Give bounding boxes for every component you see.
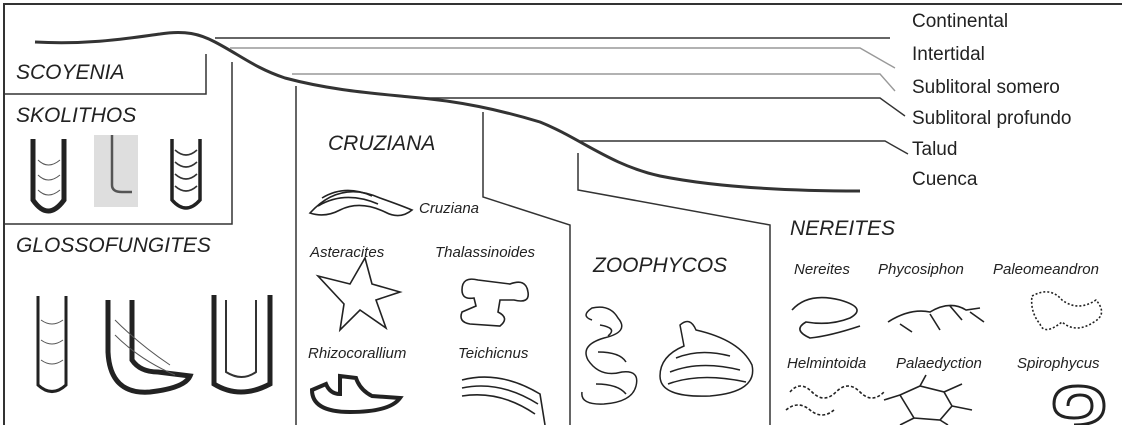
ichnofacies-zoophycos: ZOOPHYCOS: [593, 255, 727, 276]
zone-line-sublitoral-profundo: [420, 98, 905, 116]
glossofungites-traces: [38, 295, 270, 392]
ichnofacies-glossofungites: GLOSSOFUNGITES: [16, 235, 211, 256]
genus-label-teichicnus: Teichicnus: [458, 346, 528, 361]
zone-label-sublitoral-profundo: Sublitoral profundo: [912, 109, 1072, 128]
zone-label-sublitoral-somero: Sublitoral somero: [912, 78, 1060, 97]
helmintoida-trace: [786, 386, 884, 415]
zoophycos-fan-trace: [660, 321, 753, 396]
nereites-trace: [792, 298, 860, 338]
cruziana-trace: [310, 192, 412, 216]
genus-label-cruziana: Cruziana: [419, 201, 479, 216]
cruziana-traces: [310, 190, 545, 425]
genus-label-paleomeandron: Paleomeandron: [993, 262, 1099, 277]
thalassinoides-trace: [461, 279, 528, 326]
rhizocorallium-trace: [312, 376, 400, 412]
zoophycos-traces: [582, 307, 753, 404]
palaedyction-trace: [884, 375, 972, 425]
skolithos-stippled-block: [94, 135, 138, 207]
phycosiphon-trace: [888, 305, 984, 332]
teichicnus-trace: [462, 377, 545, 425]
zone-line-talud: [580, 141, 908, 154]
seafloor-profile: [35, 32, 860, 191]
skolithos-burrow-3: [172, 139, 200, 208]
spirophycus-trace: [1054, 386, 1104, 425]
ichnofacies-skolithos: SKOLITHOS: [16, 105, 136, 126]
genus-label-palaedyction: Palaedyction: [896, 356, 982, 371]
zone-lines: [215, 38, 908, 154]
zone-label-intertidal: Intertidal: [912, 45, 985, 64]
skolithos-traces: [33, 135, 200, 211]
glossofungites-burrow-1-laminae: [41, 320, 63, 364]
glossofungites-double-burrow-inner: [226, 300, 256, 377]
glossofungites-u-burrow: [108, 300, 190, 392]
genus-label-spirophycus: Spirophycus: [1017, 356, 1100, 371]
ichnofacies-cruziana: CRUZIANA: [328, 133, 435, 154]
ichnofacies-nereites: NEREITES: [790, 218, 895, 239]
zoophycos-fan-laminae: [668, 352, 746, 384]
paleomeandron-trace: [1032, 292, 1102, 330]
asteracites-trace: [318, 258, 400, 330]
ichnofacies-scoyenia: SCOYENIA: [16, 62, 125, 83]
glossofungites-u-burrow-laminae: [115, 320, 175, 375]
zone-line-intertidal: [230, 48, 895, 68]
zone-label-talud: Talud: [912, 140, 957, 159]
genus-label-rhizocorallium: Rhizocorallium: [308, 346, 406, 361]
genus-label-helmintoida: Helmintoida: [787, 356, 866, 371]
genus-label-phycosiphon: Phycosiphon: [878, 262, 964, 277]
zoophycos-spiral-trace: [582, 307, 637, 404]
zone-label-continental: Continental: [912, 12, 1008, 31]
zone-line-sublitoral-somero: [292, 74, 895, 91]
skolithos-burrow-1-laminae: [38, 160, 60, 195]
genus-label-thalassinoides: Thalassinoides: [435, 245, 535, 260]
zone-label-cuenca: Cuenca: [912, 170, 978, 189]
genus-label-asteracites: Asteracites: [310, 245, 384, 260]
genus-label-nereites: Nereites: [794, 262, 850, 277]
skolithos-burrow-3-laminae: [175, 150, 197, 191]
